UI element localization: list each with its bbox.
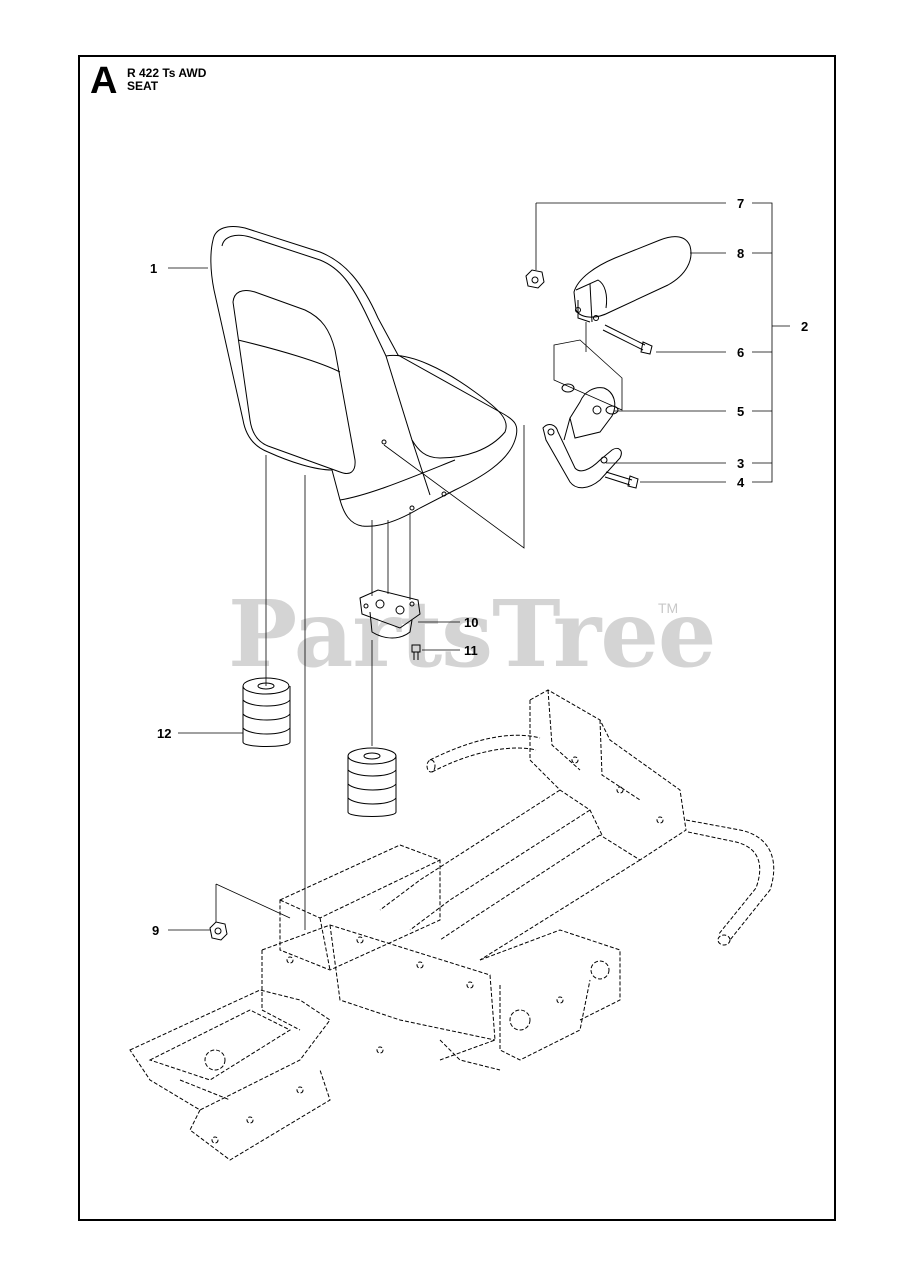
watermark-logo: PartsTree — [228, 580, 716, 688]
seat-part[interactable] — [210, 226, 518, 527]
assembly-name: SEAT — [127, 79, 159, 93]
arm-bracket-3-part[interactable] — [542, 424, 622, 489]
rubber-mount-12b-part[interactable] — [347, 747, 397, 817]
screw-11-part[interactable] — [411, 644, 421, 660]
callout-7[interactable]: 7 — [737, 196, 745, 211]
callout-10[interactable]: 10 — [464, 615, 479, 630]
callout-6[interactable]: 6 — [737, 345, 745, 360]
bolt-6-part[interactable] — [602, 324, 653, 355]
callout-3[interactable]: 3 — [737, 456, 745, 471]
leader-lines — [168, 202, 790, 931]
title-block: R 422 Ts AWD SEAT — [127, 67, 206, 93]
nut-9-part[interactable] — [209, 921, 228, 941]
callout-1[interactable]: 1 — [150, 261, 158, 276]
rubber-mount-12-part[interactable] — [242, 677, 291, 747]
model-name: R 422 Ts AWD — [127, 66, 207, 80]
callout-4[interactable]: 4 — [737, 475, 745, 490]
trademark-mark: TM — [658, 600, 679, 616]
diagram-frame — [78, 55, 836, 1221]
callout-11[interactable]: 11 — [464, 643, 478, 658]
nut-7-part[interactable] — [525, 269, 545, 289]
swivel-plate-10-part[interactable] — [359, 589, 421, 639]
callout-12[interactable]: 12 — [157, 726, 172, 741]
mower-frame — [129, 689, 775, 1161]
callout-2[interactable]: 2 — [801, 319, 809, 334]
section-letter: A — [90, 60, 118, 102]
callout-8[interactable]: 8 — [737, 246, 745, 261]
bolt-4-part[interactable] — [604, 471, 639, 489]
bracket-5-part[interactable] — [563, 387, 616, 441]
callout-5[interactable]: 5 — [737, 404, 745, 419]
washer-5-part[interactable] — [561, 383, 619, 415]
armrest-part[interactable] — [573, 236, 692, 323]
callout-9[interactable]: 9 — [152, 923, 160, 938]
